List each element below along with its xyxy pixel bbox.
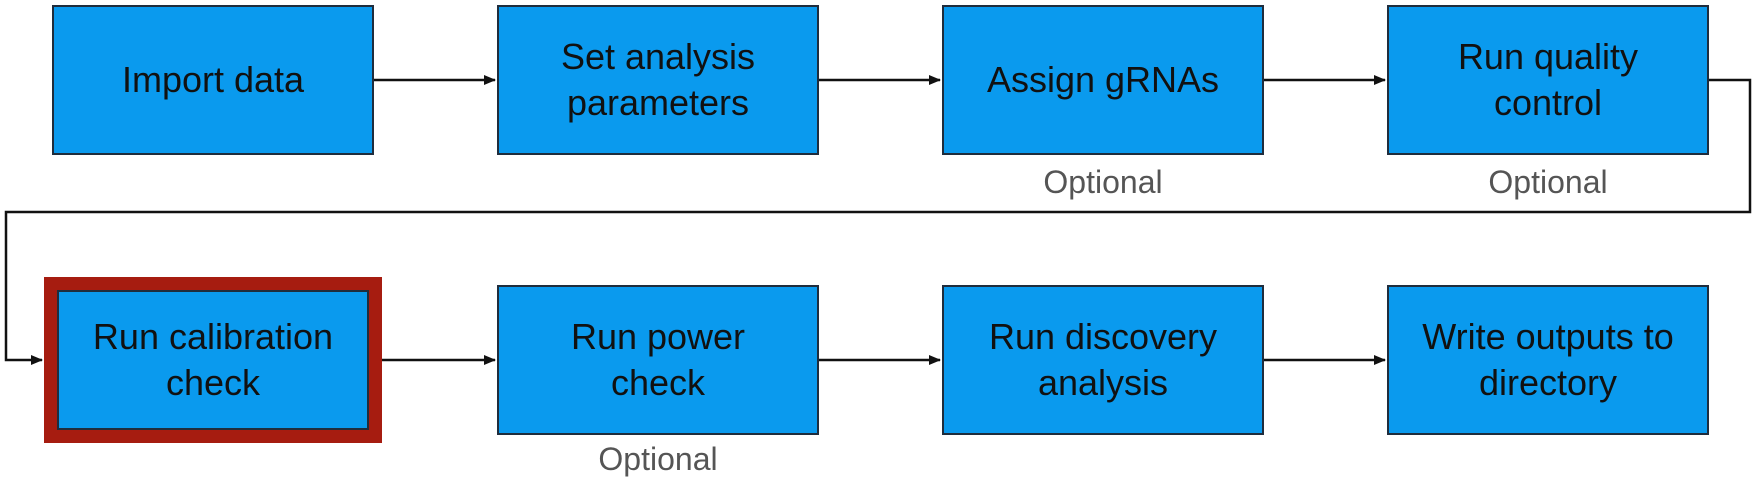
step-run-discovery-analysis: Run discovery analysis: [942, 285, 1264, 435]
step-label: Assign gRNAs: [986, 59, 1220, 101]
step-label: Run discovery analysis: [988, 316, 1218, 403]
step-run-calibration-check: Run calibration check: [44, 277, 382, 443]
arrow-qc-to-calibration: [4, 78, 1752, 365]
step-import-data: Import data: [52, 5, 374, 155]
step-label: Write outputs to directory: [1422, 316, 1674, 403]
step-label: Set analysis parameters: [560, 36, 756, 123]
optional-note-quality-control: Optional: [1488, 164, 1608, 200]
step-run-quality-control: Run quality control: [1387, 5, 1709, 155]
step-label: Run quality control: [1457, 36, 1639, 123]
step-write-outputs-to-directory: Write outputs to directory: [1387, 285, 1709, 435]
optional-note-assign-grnas: Optional: [1043, 164, 1163, 200]
optional-note-power-check: Optional: [598, 441, 718, 477]
step-label: Run calibration check: [92, 316, 334, 403]
step-label: Run power check: [570, 316, 746, 403]
step-label: Import data: [121, 59, 305, 101]
step-run-power-check: Run power check: [497, 285, 819, 435]
step-assign-grnas: Assign gRNAs: [942, 5, 1264, 155]
step-set-analysis-parameters: Set analysis parameters: [497, 5, 819, 155]
